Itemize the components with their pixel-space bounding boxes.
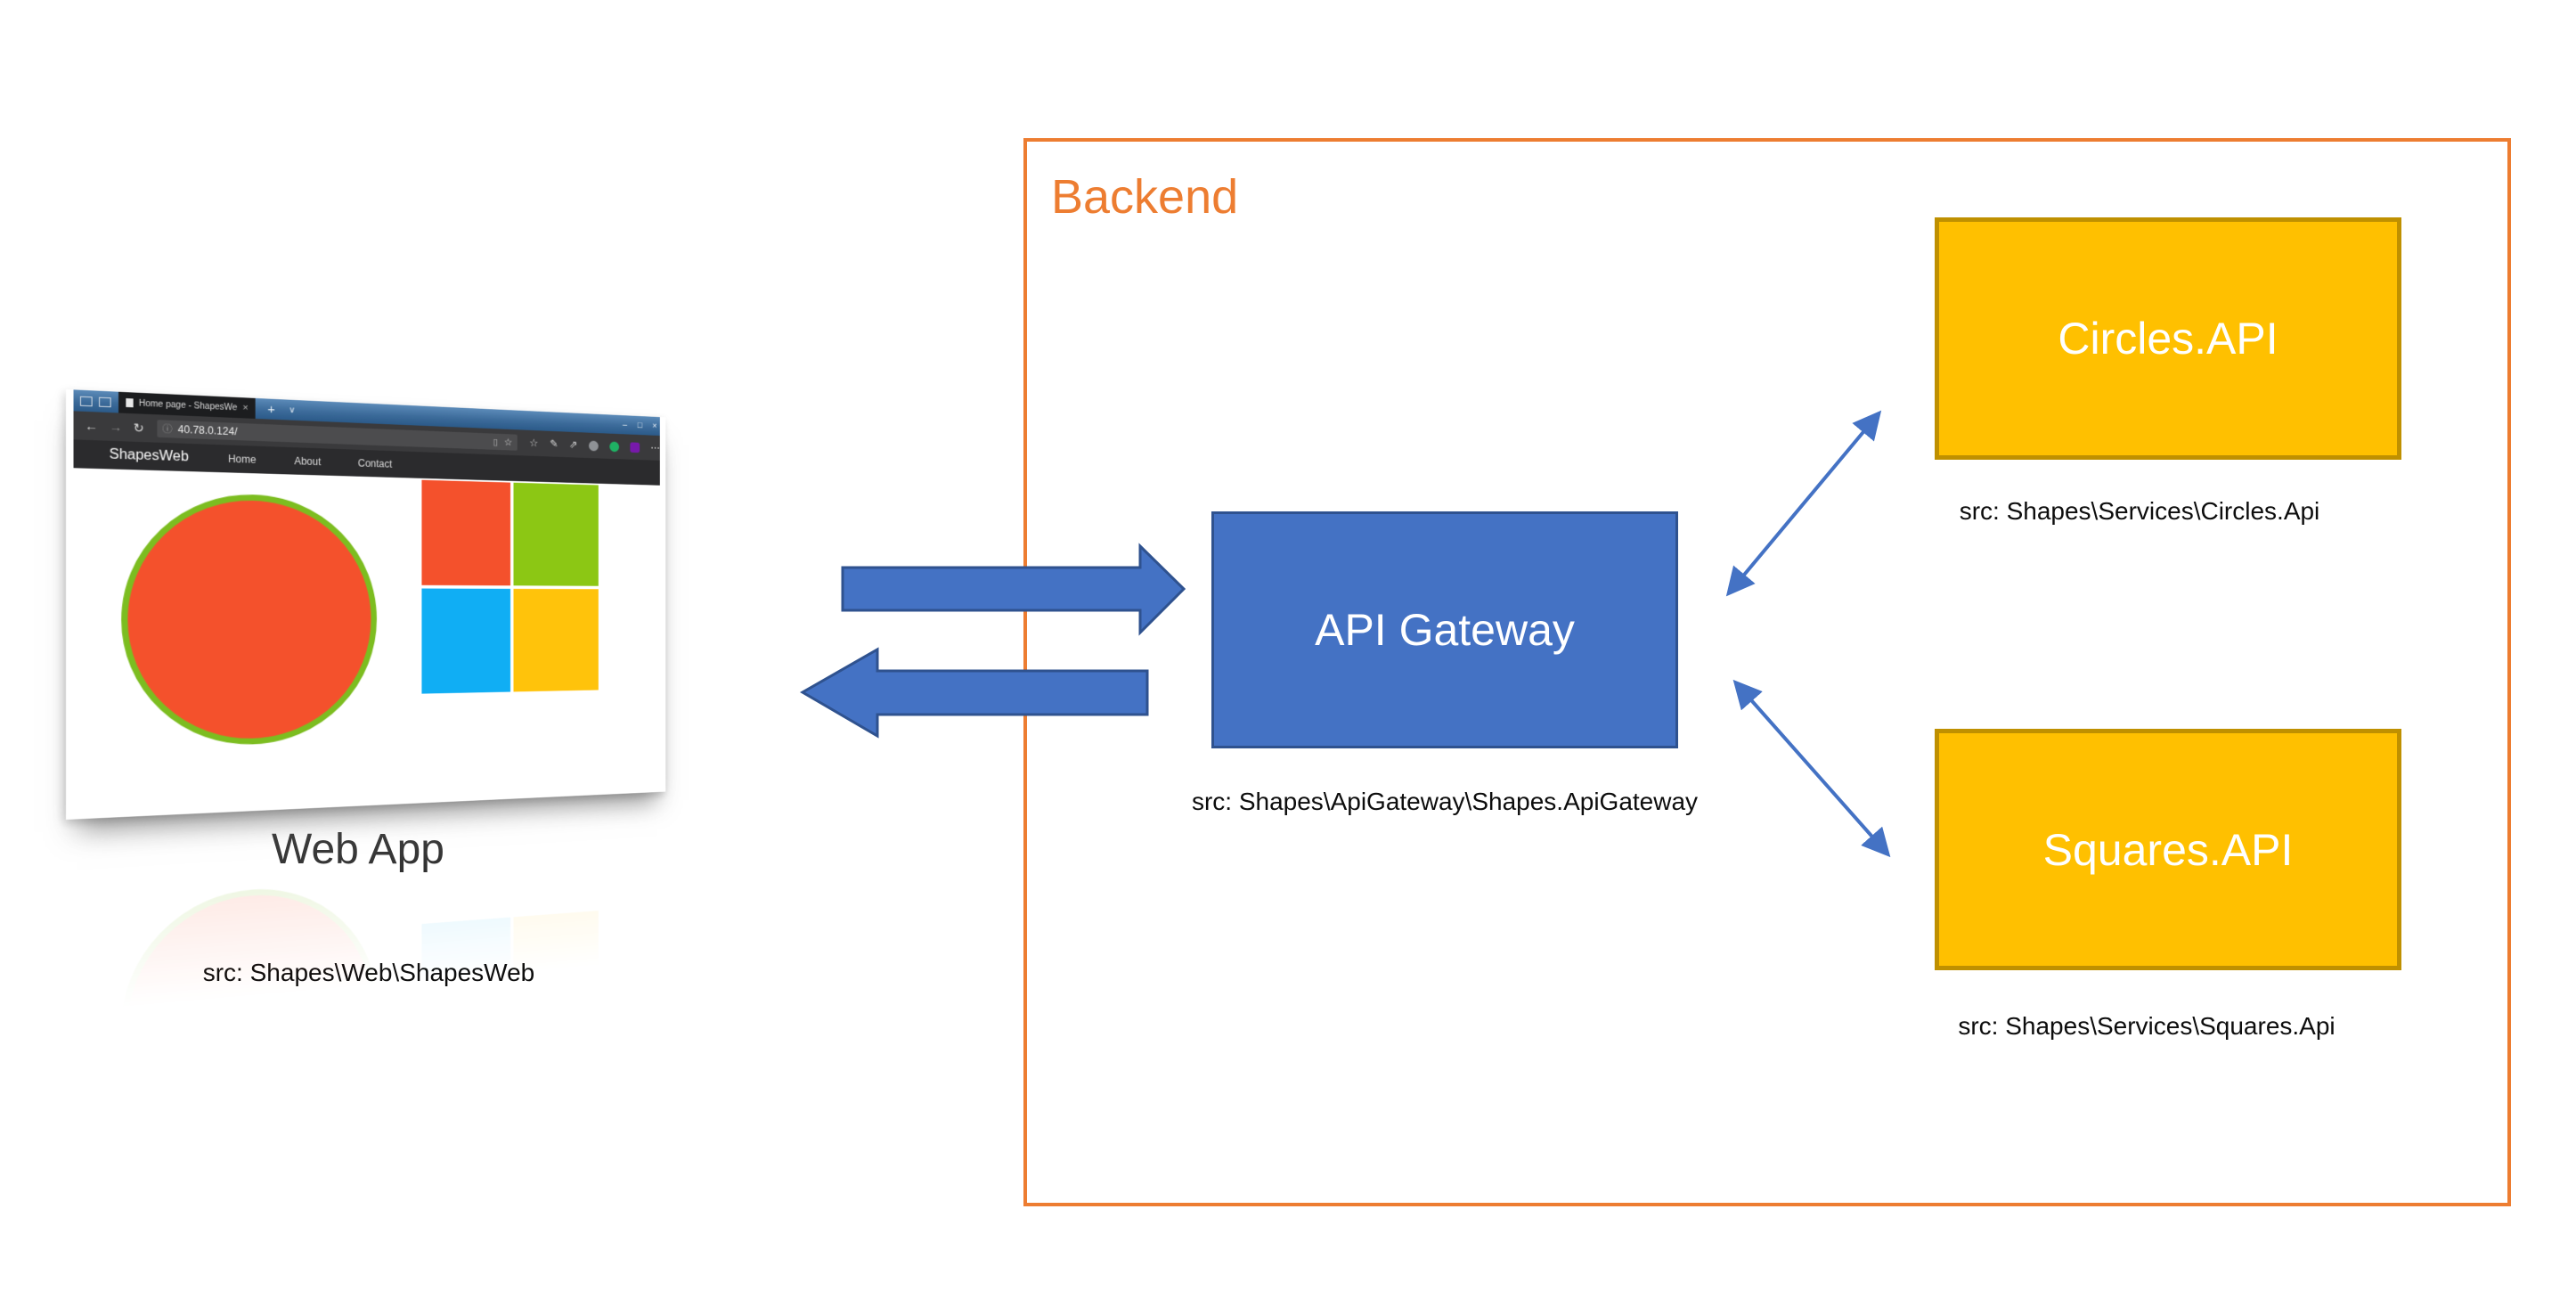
tab-dropdown-icon[interactable]: ∨: [289, 404, 296, 415]
share-icon[interactable]: ⇗: [569, 437, 578, 451]
site-content: [73, 468, 660, 813]
tab-close-icon[interactable]: ×: [242, 403, 249, 413]
squares-api-label: Squares.API: [2042, 824, 2294, 875]
nav-link-about[interactable]: About: [294, 454, 322, 468]
extension-icon-2[interactable]: [609, 441, 620, 452]
web-app-title: Web App: [272, 826, 444, 873]
api-gateway-label: API Gateway: [1315, 605, 1575, 655]
shape-square-green: [513, 482, 599, 586]
refresh-icon[interactable]: ↻: [133, 420, 144, 435]
web-app-src-label: src: Shapes\Web\ShapesWeb: [202, 959, 535, 986]
forward-icon[interactable]: →: [109, 419, 123, 435]
set-tabs-aside-icon[interactable]: [79, 396, 93, 406]
hub-icon[interactable]: ☆: [529, 437, 539, 449]
tab-preview-icon[interactable]: [99, 396, 111, 407]
more-menu-icon[interactable]: ⋯: [650, 441, 660, 454]
shape-circle: [121, 491, 377, 749]
extension-icon-3[interactable]: [630, 441, 640, 453]
shape-square-orange: [421, 479, 511, 586]
squares-api-node: Squares.API: [1935, 729, 2401, 970]
minimize-button[interactable]: –: [623, 420, 628, 430]
restore-button[interactable]: □: [637, 421, 643, 430]
window-controls: – □ ×: [623, 415, 657, 436]
addressbar-right-icons: ☆ ✎ ⇗ ⋯: [529, 437, 660, 454]
browser-window: Home page - ShapesWe × + ∨ – □ × ← → ↻ ⓘ…: [66, 389, 666, 820]
site-info-icon[interactable]: ⓘ: [162, 424, 173, 436]
tab-title: Home page - ShapesWe: [138, 398, 238, 413]
close-button[interactable]: ×: [652, 421, 657, 431]
new-tab-button[interactable]: +: [267, 401, 275, 417]
url-text: 40.78.0.124/: [177, 423, 238, 438]
nav-link-home[interactable]: Home: [227, 453, 257, 466]
reading-view-icon[interactable]: ▯: [493, 437, 498, 447]
web-app-screenshot: Home page - ShapesWe × + ∨ – □ × ← → ↻ ⓘ…: [66, 389, 666, 820]
backend-group-label: Backend: [1051, 170, 1239, 224]
shape-square-yellow: [513, 588, 599, 692]
circles-api-src-label: src: Shapes\Services\Circles.Api: [1959, 497, 2320, 525]
nav-link-contact[interactable]: Contact: [357, 457, 393, 470]
annotate-pen-icon[interactable]: ✎: [550, 437, 558, 450]
page-favicon-icon: [126, 398, 134, 408]
api-gateway-node: API Gateway: [1211, 511, 1678, 748]
circles-api-node: Circles.API: [1935, 217, 2401, 460]
site-brand[interactable]: ShapesWeb: [109, 446, 189, 465]
shape-square-blue: [421, 588, 511, 694]
circles-api-label: Circles.API: [2058, 314, 2278, 364]
squares-api-src-label: src: Shapes\Services\Squares.Api: [1958, 1012, 2336, 1040]
favorite-star-icon[interactable]: ☆: [503, 436, 513, 448]
back-icon[interactable]: ←: [85, 418, 98, 434]
api-gateway-src-label: src: Shapes\ApiGateway\Shapes.ApiGateway: [1191, 788, 1699, 815]
extension-icon-1[interactable]: [588, 440, 599, 452]
